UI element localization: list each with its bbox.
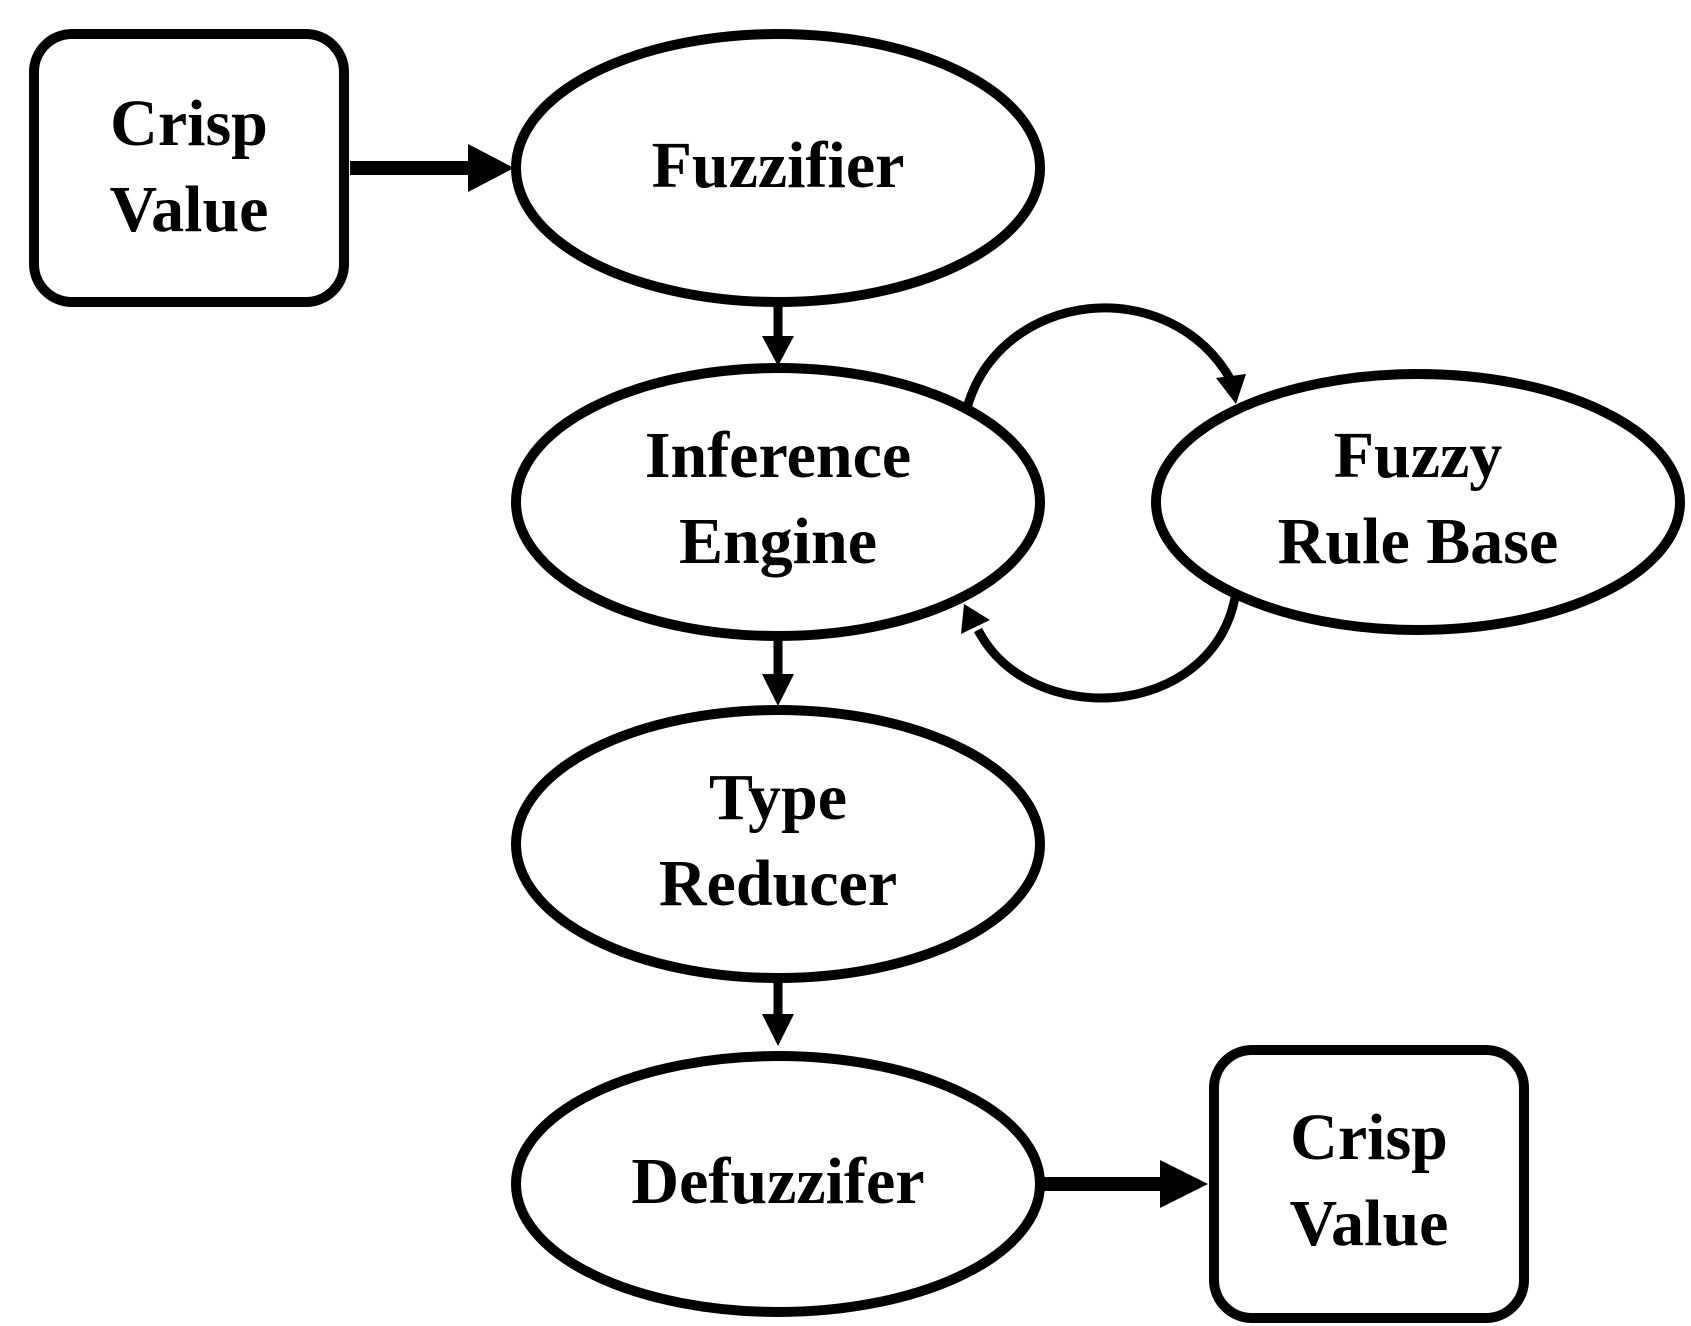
- crisp-input-box: Crisp Value: [29, 29, 349, 307]
- crisp-output-box: Crisp Value: [1209, 1045, 1529, 1323]
- fuzzifier-node: Fuzzifier: [511, 29, 1045, 307]
- edge-rulebase-to-inference: [961, 597, 1240, 703]
- edge-fuzzifier-to-inference: [762, 302, 794, 366]
- fuzzifier-label: Fuzzifier: [652, 129, 905, 202]
- inference-engine-label-line1: Inference: [645, 419, 911, 492]
- fuzzy-rule-base-label-line1: Fuzzy: [1334, 419, 1503, 492]
- type-reducer-node: Type Reducer: [511, 705, 1045, 983]
- defuzzifier-node: Defuzzifer: [511, 1051, 1045, 1317]
- type-reducer-label-line1: Type: [709, 761, 847, 834]
- edge-inference-to-rulebase: [962, 303, 1246, 410]
- edge-typereducer-to-defuzzifier: [762, 982, 794, 1046]
- crisp-output-label-line2: Value: [1290, 1187, 1449, 1260]
- fuzzy-rule-base-node: Fuzzy Rule Base: [1151, 369, 1685, 635]
- defuzzifier-label: Defuzzifer: [631, 1145, 924, 1218]
- crisp-output-label-line1: Crisp: [1290, 1101, 1448, 1174]
- type-reducer-label-line2: Reducer: [659, 847, 897, 920]
- edge-defuzzifier-to-crisp: [1042, 1160, 1208, 1208]
- inference-engine-node: Inference Engine: [511, 363, 1045, 641]
- crisp-input-label-line1: Crisp: [110, 87, 268, 160]
- edge-inference-to-typereducer: [762, 638, 794, 706]
- crisp-input-label-line2: Value: [110, 173, 269, 246]
- edge-crisp-to-fuzzifier: [350, 144, 514, 192]
- fuzzy-rule-base-label-line2: Rule Base: [1278, 505, 1559, 578]
- inference-engine-label-line2: Engine: [679, 505, 877, 578]
